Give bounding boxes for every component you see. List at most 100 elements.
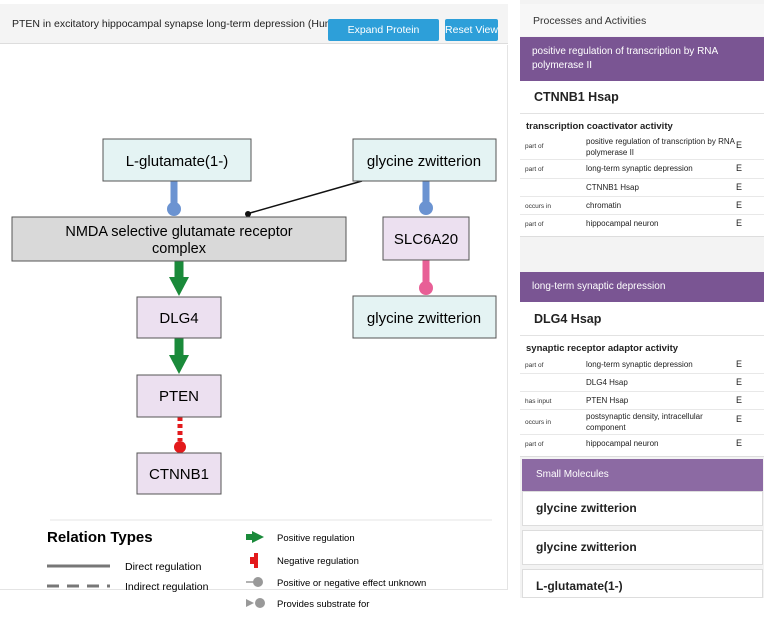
negative-bar-icon xyxy=(254,553,258,568)
association-row: DLG4 Hsap E xyxy=(520,374,764,392)
relation-label: occurs in xyxy=(525,203,552,210)
entity-title[interactable]: DLG4 Hsap xyxy=(520,302,764,336)
relation-label: part of xyxy=(525,143,544,150)
node-slc6a20[interactable]: SLC6A20 xyxy=(382,216,470,261)
evidence-link[interactable]: E xyxy=(736,377,743,387)
relation-legend: Relation Types Direct regulation Indirec… xyxy=(47,519,492,610)
evidence-link[interactable]: E xyxy=(736,200,743,210)
evidence-link[interactable]: E xyxy=(736,395,743,405)
evidence-link[interactable]: E xyxy=(736,414,743,424)
relation-label: part of xyxy=(525,166,544,173)
evidence-link[interactable]: E xyxy=(736,163,743,173)
term-link[interactable]: long-term synaptic depression xyxy=(586,164,693,173)
small-molecule-item[interactable]: glycine zwitterion xyxy=(522,530,763,565)
process-title[interactable]: long-term synaptic depression xyxy=(520,272,764,302)
term-link[interactable]: long-term synaptic depression xyxy=(586,360,693,369)
node-nmda-complex[interactable]: NMDA selective glutamate receptor comple… xyxy=(11,216,347,262)
processes-header-label: Processes and Activities xyxy=(533,15,647,27)
pathway-panel: PTEN in excitatory hippocampal synapse l… xyxy=(0,4,508,610)
model-title: PTEN in excitatory hippocampal synapse l… xyxy=(12,18,349,30)
term-link[interactable]: positive regulation of transcription by … xyxy=(586,137,735,157)
expand-protein-complexes-button[interactable]: Expand Protein Complexes xyxy=(328,19,439,58)
edge-slc6a20-glycine-end xyxy=(419,281,433,295)
node-pten[interactable]: PTEN xyxy=(136,374,222,418)
process-card: positive regulation of transcription by … xyxy=(520,37,764,237)
association-row: part of hippocampal neuron E xyxy=(520,435,764,453)
reset-view-button[interactable]: Reset View xyxy=(445,19,498,41)
unknown-effect-icon xyxy=(253,577,263,587)
small-molecule-item[interactable]: glycine zwitterion xyxy=(522,491,763,526)
evidence-link[interactable]: E xyxy=(736,218,743,228)
node-label: PTEN xyxy=(159,388,199,405)
node-label: NMDA selective glutamate receptor xyxy=(65,224,292,240)
substrate-icon xyxy=(246,599,254,607)
node-lglutamate[interactable]: L-glutamate(1-) xyxy=(102,138,252,182)
relation-label: part of xyxy=(525,221,544,228)
association-row: has input PTEN Hsap E xyxy=(520,392,764,410)
legend-indirect-label: Indirect regulation xyxy=(125,581,209,593)
legend-positive-label: Positive regulation xyxy=(277,533,355,544)
association-row: occurs in chromatin E xyxy=(520,197,764,215)
legend-title: Relation Types xyxy=(47,529,153,546)
node-label: glycine zwitterion xyxy=(367,153,481,170)
association-row: part of long-term synaptic depression E xyxy=(520,160,764,179)
relation-label: occurs in xyxy=(525,419,552,426)
legend-direct-label: Direct regulation xyxy=(125,561,202,573)
edge-pten-ctnnb1-end xyxy=(174,441,186,453)
legend-substrate-label: Provides substrate for xyxy=(277,599,369,610)
graph-edges xyxy=(167,180,433,453)
node-dlg4[interactable]: DLG4 xyxy=(136,296,222,339)
entity-title[interactable]: CTNNB1 Hsap xyxy=(520,81,764,114)
relation-label: has input xyxy=(525,398,552,405)
pathway-toolbar: PTEN in excitatory hippocampal synapse l… xyxy=(0,4,508,58)
term-link[interactable]: hippocampal neuron xyxy=(586,219,659,228)
association-row: part of hippocampal neuron E xyxy=(520,215,764,233)
function-title[interactable]: synaptic receptor adaptor activity xyxy=(526,343,679,354)
association-row: CTNNB1 Hsap E xyxy=(520,179,764,197)
process-card: long-term synaptic depression DLG4 Hsap … xyxy=(520,272,764,457)
relation-label: part of xyxy=(525,362,544,369)
legend-negative-label: Negative regulation xyxy=(277,556,359,567)
association-row: part of long-term synaptic depression E xyxy=(520,356,764,374)
function-title[interactable]: transcription coactivator activity xyxy=(526,121,673,132)
pathway-graph-canvas[interactable] xyxy=(0,45,508,590)
term-link[interactable]: PTEN Hsap xyxy=(586,396,629,405)
pathway-graph: L-glutamate(1-) glycine zwitterion NMDA … xyxy=(11,138,497,610)
small-molecule-item[interactable]: L-glutamate(1-) xyxy=(522,569,763,598)
evidence-link[interactable]: E xyxy=(736,438,743,448)
edge-glycine-slc6a20-end xyxy=(419,201,433,215)
term-link[interactable]: hippocampal neuron xyxy=(586,439,659,448)
node-label: L-glutamate(1-) xyxy=(126,153,229,170)
positive-arrow-icon xyxy=(169,277,189,296)
legend-unknown-label: Positive or negative effect unknown xyxy=(277,578,426,589)
node-label: complex xyxy=(152,241,207,257)
association-row: occurs in postsynaptic density, intracel… xyxy=(520,410,764,435)
node-label: DLG4 xyxy=(159,310,198,327)
node-glycine-top[interactable]: glycine zwitterion xyxy=(352,138,497,182)
node-ctnnb1[interactable]: CTNNB1 xyxy=(136,452,222,495)
small-molecules-panel: Small Molecules glycine zwitterion glyci… xyxy=(520,459,764,598)
processes-header: Processes and Activities xyxy=(520,4,764,36)
node-label: CTNNB1 xyxy=(149,466,209,483)
edge-glycine-nmda[interactable] xyxy=(249,180,363,214)
process-title[interactable]: positive regulation of transcription by … xyxy=(520,37,764,81)
negative-bar-icon xyxy=(250,557,255,564)
evidence-link[interactable]: E xyxy=(736,182,743,192)
term-link[interactable]: CTNNB1 Hsap xyxy=(586,183,639,192)
association-row: part of positive regulation of transcrip… xyxy=(520,134,764,160)
relation-label: part of xyxy=(525,441,544,448)
small-molecules-header: Small Molecules xyxy=(522,459,763,491)
positive-arrow-icon xyxy=(169,355,189,374)
edge-lglutamate-nmda-end xyxy=(167,202,181,216)
node-label: SLC6A20 xyxy=(394,231,458,248)
node-glycine-bottom[interactable]: glycine zwitterion xyxy=(352,295,497,339)
term-link[interactable]: DLG4 Hsap xyxy=(586,378,628,387)
term-link[interactable]: chromatin xyxy=(586,201,622,210)
substrate-icon xyxy=(255,598,265,608)
evidence-link[interactable]: E xyxy=(736,359,743,369)
edge-glycine-nmda-end xyxy=(245,211,251,217)
evidence-link[interactable]: E xyxy=(736,140,743,150)
term-link[interactable]: postsynaptic density, intracellular comp… xyxy=(586,412,703,432)
node-label: glycine zwitterion xyxy=(367,310,481,327)
positive-arrow-icon xyxy=(252,531,264,543)
